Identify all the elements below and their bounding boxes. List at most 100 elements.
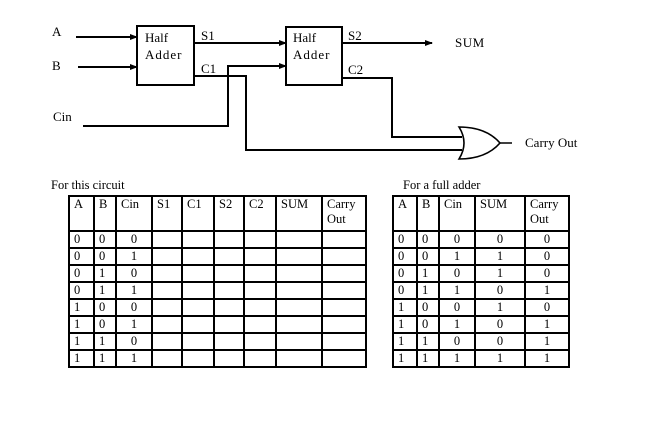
table-cell: 0: [416, 230, 440, 249]
column-header: SUM: [275, 195, 323, 232]
table-cell: [151, 349, 183, 368]
table-cell: 1: [68, 298, 95, 317]
table-cell: [275, 315, 323, 334]
table-cell: 0: [68, 264, 95, 283]
column-header: S2: [213, 195, 245, 232]
table-cell: [243, 264, 277, 283]
table-cell: [321, 298, 367, 317]
table-cell: 0: [438, 264, 476, 283]
table-cell: [213, 281, 245, 300]
table-cell: 0: [474, 332, 526, 351]
table-cell: 0: [115, 332, 153, 351]
table-cell: [151, 315, 183, 334]
table-cell: [321, 264, 367, 283]
table-cell: [243, 298, 277, 317]
half-adder-1-box: [136, 25, 195, 86]
table-cell: 1: [93, 281, 117, 300]
input-a-label: A: [52, 24, 62, 39]
table-cell: 1: [115, 247, 153, 266]
table-cell: 1: [416, 332, 440, 351]
table-cell: [151, 298, 183, 317]
column-header: B: [416, 195, 440, 232]
table-cell: 1: [416, 281, 440, 300]
table-cell: 0: [115, 298, 153, 317]
wire-c1: [194, 75, 462, 151]
table-cell: [213, 264, 245, 283]
table-cell: 0: [392, 247, 418, 266]
table-cell: [321, 230, 367, 249]
table-cell: 1: [93, 332, 117, 351]
table-cell: [321, 332, 367, 351]
table-cell: [243, 315, 277, 334]
half-adder-2-box: [285, 26, 343, 86]
table-cell: 1: [93, 264, 117, 283]
table-cell: [275, 281, 323, 300]
input-cin-label: Cin: [53, 109, 72, 124]
table-cell: 1: [392, 349, 418, 368]
table-cell: [275, 332, 323, 351]
table-cell: 1: [68, 332, 95, 351]
table-cell: 1: [115, 315, 153, 334]
table-cell: [213, 230, 245, 249]
table-cell: 0: [474, 281, 526, 300]
table-cell: 1: [416, 264, 440, 283]
table-cell: [181, 332, 215, 351]
table-cell: 1: [93, 349, 117, 368]
table-cell: 0: [416, 315, 440, 334]
half-adder-2-label-line2: Adder: [293, 47, 331, 62]
table-cell: [181, 281, 215, 300]
table-cell: [243, 332, 277, 351]
table-cell: [181, 349, 215, 368]
table-cell: [213, 349, 245, 368]
table-cell: 1: [115, 281, 153, 300]
table-cell: [321, 281, 367, 300]
table-cell: [243, 230, 277, 249]
table-cell: [151, 247, 183, 266]
or-gate: [457, 126, 502, 160]
table-cell: 0: [115, 264, 153, 283]
table-cell: 0: [438, 230, 476, 249]
table-cell: 0: [416, 298, 440, 317]
table-cell: [151, 332, 183, 351]
table-cell: 0: [68, 281, 95, 300]
table-cell: 0: [115, 230, 153, 249]
table-cell: [181, 264, 215, 283]
table-cell: 1: [524, 281, 570, 300]
table-cell: 1: [438, 349, 476, 368]
wire-c2: [342, 77, 462, 138]
table-cell: 0: [474, 230, 526, 249]
table-cell: 1: [474, 264, 526, 283]
table-cell: 1: [115, 349, 153, 368]
table-cell: 0: [474, 315, 526, 334]
table-cell: 0: [524, 247, 570, 266]
table-cell: 1: [524, 315, 570, 334]
table-cell: [243, 247, 277, 266]
table-cell: [213, 315, 245, 334]
table-cell: [275, 230, 323, 249]
table-cell: 1: [68, 315, 95, 334]
table-cell: 1: [392, 332, 418, 351]
input-b-label: B: [52, 58, 61, 73]
table-cell: [181, 230, 215, 249]
table-cell: [321, 315, 367, 334]
circuit-table-caption: For this circuit: [51, 178, 125, 192]
column-header: S1: [151, 195, 183, 232]
table-cell: [181, 298, 215, 317]
table-cell: [275, 247, 323, 266]
table-cell: 1: [524, 349, 570, 368]
column-header: A: [392, 195, 418, 232]
table-cell: [243, 349, 277, 368]
